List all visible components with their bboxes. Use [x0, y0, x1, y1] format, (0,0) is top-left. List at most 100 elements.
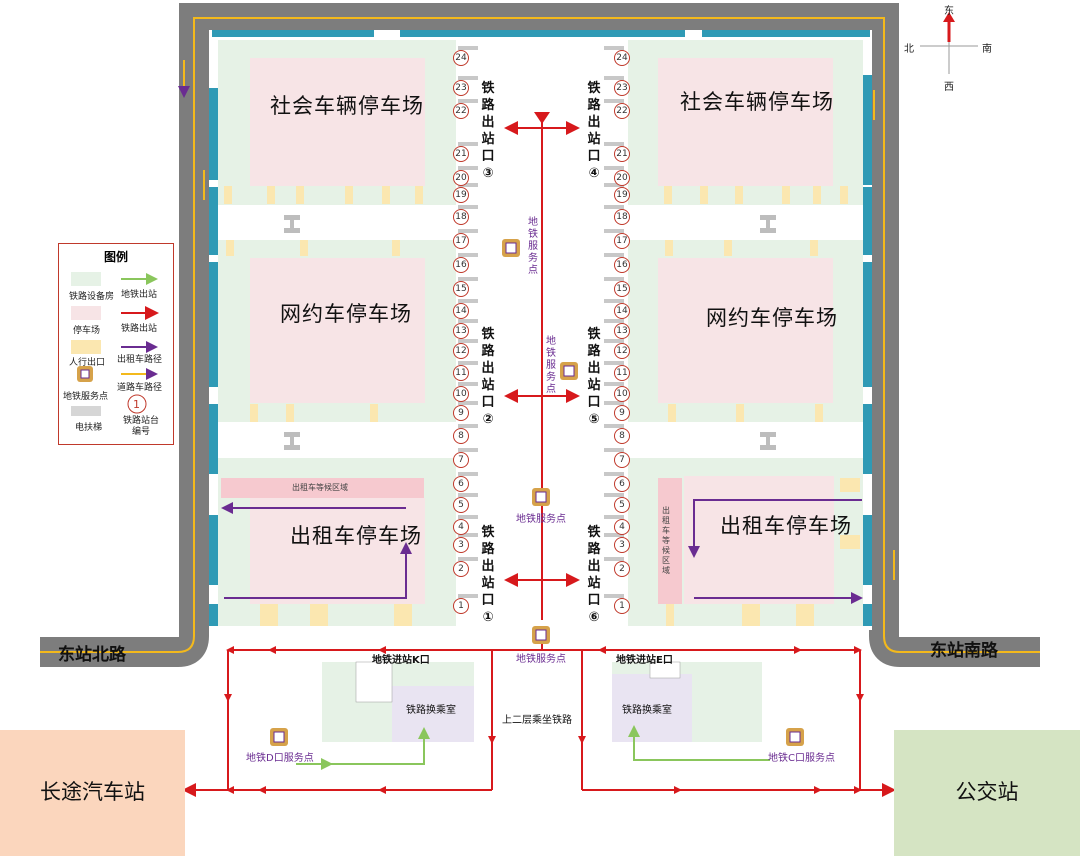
platform-escalator — [458, 229, 478, 233]
platform-escalator — [604, 166, 624, 170]
platform-escalator — [604, 339, 624, 343]
platform-number: 1 — [614, 598, 630, 614]
platform-escalator — [604, 46, 624, 50]
platform-number: 15 — [453, 281, 469, 297]
zone-taxi-w: 出租车停车场 — [290, 524, 422, 548]
platform-escalator — [458, 183, 478, 187]
metro-service-label-2: 地铁服务点 — [546, 336, 556, 395]
platform-escalator — [604, 533, 624, 537]
platform-number: 7 — [614, 452, 630, 468]
zone-social-parking-nw: 社会车辆停车场 — [270, 94, 424, 118]
zone-social-parking-ne: 社会车辆停车场 — [680, 90, 834, 114]
teal-strip — [209, 404, 218, 474]
exit-1-label: 铁路出站口① — [481, 525, 495, 625]
platform-escalator — [458, 361, 478, 365]
platform-escalator — [604, 448, 624, 452]
taxi-wait-zone — [221, 478, 424, 498]
platform-escalator — [458, 253, 478, 257]
taxi-wait-zone — [658, 478, 682, 604]
platform-number: 4 — [453, 519, 469, 535]
platform-number: 1 — [453, 598, 469, 614]
teal-strip — [863, 75, 872, 185]
teal-strip — [863, 604, 872, 626]
parking-area — [250, 498, 425, 604]
corridor — [628, 422, 863, 458]
teal-strip — [209, 187, 218, 255]
taxi-wait-label-w: 出租车等候区域 — [292, 483, 348, 492]
railway-exit-routes — [182, 112, 896, 797]
platform-number: 10 — [614, 386, 630, 402]
compass-arrow-icon — [920, 12, 978, 74]
legend-label: 道路车路径 — [117, 383, 163, 393]
metro-service-icons — [270, 239, 804, 746]
exit-6-label: 铁路出站口⑥ — [587, 525, 601, 625]
platform-number: 23 — [453, 80, 469, 96]
platform-number: 24 — [453, 50, 469, 66]
platform-escalator — [458, 515, 478, 519]
platform-number: 9 — [453, 405, 469, 421]
metro-service-icon — [270, 728, 288, 746]
exit-3-label: 铁路出站口③ — [481, 81, 495, 181]
platform-number: 22 — [453, 103, 469, 119]
legend: 图例 铁路设备房 地铁出站 停车场 铁路出站 人行出口 出租车路径 地铁服务点 … — [58, 243, 174, 445]
platform-number: 6 — [453, 476, 469, 492]
platform-number: 3 — [614, 537, 630, 553]
zone-taxi-e: 出租车停车场 — [720, 514, 852, 538]
platform-number: 10 — [453, 386, 469, 402]
compass: 东 北 南 西 — [904, 2, 994, 94]
platform-escalator — [604, 401, 624, 405]
pedestrian-exit-swatch — [71, 340, 101, 354]
platform-escalator — [604, 76, 624, 80]
platform-number: 8 — [453, 428, 469, 444]
platform-escalator — [458, 166, 478, 170]
entrance-e-box — [649, 661, 681, 679]
coach-station-label[interactable]: 长途汽车站 — [40, 780, 145, 804]
teal-strip — [209, 515, 218, 585]
legend-label: 地铁出站 — [121, 290, 158, 300]
platform-escalator — [458, 76, 478, 80]
legend-label: 铁路出站 — [121, 324, 158, 334]
bus-station-label[interactable]: 公交站 — [955, 780, 1019, 804]
platform-number: 11 — [614, 365, 630, 381]
teal-strip — [209, 88, 218, 180]
platform-escalator — [458, 557, 478, 561]
platform-escalator — [604, 183, 624, 187]
compass-west: 西 — [944, 82, 954, 93]
platform-escalator — [458, 299, 478, 303]
taxi-wait-label-e: 出租车等候区域 — [662, 506, 670, 575]
metro-service-icon — [560, 362, 578, 380]
parking-area — [658, 58, 833, 186]
transfer-room-right-label: 铁路换乘室 — [622, 705, 672, 716]
legend-icons — [71, 272, 159, 416]
platform-number: 4 — [614, 519, 630, 535]
platform-escalator — [604, 515, 624, 519]
corridor — [628, 205, 863, 240]
metro-service-icon — [77, 366, 93, 382]
platform-escalators-right — [604, 46, 624, 598]
platform-escalator — [458, 339, 478, 343]
platform-escalator — [458, 46, 478, 50]
platform-number: 17 — [614, 233, 630, 249]
legend-label: 人行出口 — [69, 358, 106, 368]
platform-escalator — [458, 533, 478, 537]
corridor — [218, 205, 456, 240]
transfer-room-left — [392, 686, 474, 742]
metro-service-icon — [532, 626, 550, 644]
compass-east: 东 — [944, 6, 954, 17]
legend-title: 图例 — [103, 250, 128, 264]
transfer-room-left-label: 铁路换乘室 — [406, 705, 456, 716]
teal-strip — [863, 404, 872, 474]
platform-number: 8 — [614, 428, 630, 444]
platform-escalator — [604, 205, 624, 209]
metro-service-icon — [532, 488, 550, 506]
teal-strip — [863, 187, 872, 255]
legend-label: 出租车路径 — [117, 355, 163, 365]
metro-service-icon — [786, 728, 804, 746]
metro-service-label-3: 地铁服务点 — [516, 514, 566, 525]
platform-number: 15 — [614, 281, 630, 297]
metro-entrance-e: 地铁进站E口 — [616, 655, 673, 666]
platform-escalator — [458, 448, 478, 452]
platform-escalator — [458, 319, 478, 323]
